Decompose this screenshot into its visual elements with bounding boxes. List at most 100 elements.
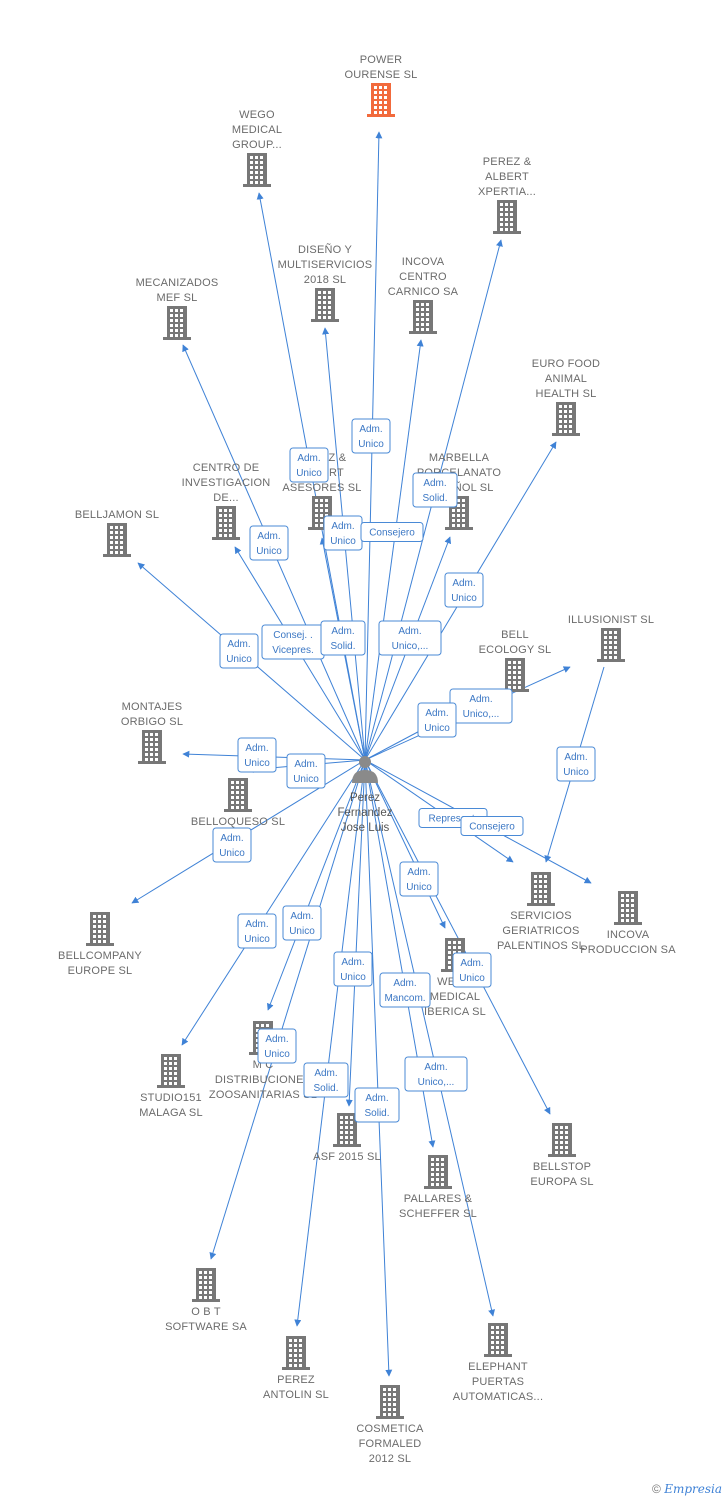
edge-label[interactable]: Adm.Mancom.: [379, 972, 431, 1008]
company-name-line: BELL: [501, 629, 529, 641]
company-name-line: BELLSTOP: [533, 1161, 591, 1173]
company-node-pallares-scheffer[interactable]: PALLARES &SCHEFFER SL: [399, 1155, 477, 1220]
person-icon[interactable]: [352, 756, 378, 783]
edge-label[interactable]: Adm.Unico: [237, 737, 277, 773]
edge-label[interactable]: Adm.Unico,...: [378, 620, 442, 656]
edge-label[interactable]: Adm.Unico: [219, 633, 259, 669]
edge-label[interactable]: Adm.Unico: [282, 905, 322, 941]
building-icon[interactable]: [597, 628, 625, 662]
edge-label[interactable]: Adm.Unico: [351, 418, 391, 454]
building-icon[interactable]: [484, 1323, 512, 1357]
building-icon[interactable]: [376, 1385, 404, 1419]
edge-label[interactable]: Adm.Unico,...: [404, 1056, 468, 1092]
edge-label[interactable]: Adm.Unico: [417, 702, 457, 738]
building-icon[interactable]: [424, 1155, 452, 1189]
company-name-line: IBERICA SL: [424, 1006, 486, 1018]
building-icon[interactable]: [157, 1054, 185, 1088]
edge-label-text: Adm.: [423, 478, 446, 489]
edge-label[interactable]: Consejero: [460, 816, 524, 836]
company-name-line: BELLOQUESO SL: [191, 816, 285, 828]
company-node-asf-2015[interactable]: ASF 2015 SL: [313, 1113, 381, 1163]
building-icon[interactable]: [212, 506, 240, 540]
company-name-line: PEREZ &: [483, 156, 532, 168]
edge-to-asf-2015: [345, 759, 366, 1107]
edge-label[interactable]: Adm. Unico: [333, 951, 373, 987]
footer: © Empresia: [652, 1482, 722, 1496]
brand-logo[interactable]: Empresia: [664, 1482, 722, 1496]
building-icon[interactable]: [103, 523, 131, 557]
building-icon[interactable]: [493, 200, 521, 234]
edge-label[interactable]: Adm.Unico: [556, 746, 596, 782]
edge-label-text: Consejero: [369, 528, 415, 539]
building-icon[interactable]: [224, 778, 252, 812]
edge-label[interactable]: Consejero: [360, 522, 424, 542]
edge-label[interactable]: Adm.Solid.: [303, 1062, 349, 1098]
edge-to-studio151: [181, 759, 366, 1046]
company-name-line: WEGO: [239, 109, 275, 121]
edge-label-text: Unico: [340, 972, 366, 983]
edge-label[interactable]: Adm.Unico: [289, 447, 329, 483]
building-icon[interactable]: [333, 1113, 361, 1147]
company-node-belljamon[interactable]: BELLJAMON SL: [75, 509, 159, 557]
edge-label[interactable]: Adm.Unico: [452, 952, 492, 988]
company-node-wego-medical[interactable]: WEGOMEDICALGROUP...: [232, 109, 282, 187]
building-icon[interactable]: [548, 1123, 576, 1157]
edge-label[interactable]: Adm.Unico: [212, 827, 252, 863]
edges-layer: [131, 131, 605, 1377]
edge-label[interactable]: Adm.Unico: [399, 861, 439, 897]
edge-label-text: Adm.: [294, 759, 317, 770]
edge-label[interactable]: Adm.Unico: [249, 525, 289, 561]
company-name-line: CARNICO SA: [388, 286, 459, 298]
edge-label[interactable]: Consej. .Vicepres.: [261, 624, 325, 660]
building-icon[interactable]: [409, 300, 437, 334]
company-node-elephant-puertas[interactable]: ELEPHANTPUERTASAUTOMATICAS...: [453, 1323, 543, 1403]
building-icon[interactable]: [282, 1336, 310, 1370]
building-icon[interactable]: [367, 83, 395, 117]
building-icon[interactable]: [527, 872, 555, 906]
company-node-belloqueso[interactable]: BELLOQUESO SL: [191, 778, 285, 828]
building-icon[interactable]: [163, 306, 191, 340]
edge-label[interactable]: Adm.Unico: [323, 515, 363, 551]
edge-label[interactable]: Adm.Solid.: [412, 472, 458, 508]
edge-label[interactable]: Adm.Unico: [237, 913, 277, 949]
edge-label[interactable]: Adm.Unico: [444, 572, 484, 608]
edge-label[interactable]: Adm.Unico,...: [449, 688, 513, 724]
building-icon[interactable]: [552, 402, 580, 436]
building-icon[interactable]: [86, 912, 114, 946]
edge-label-text: Adm.: [341, 957, 364, 968]
company-node-illusionist[interactable]: ILLUSIONIST SL: [568, 614, 654, 662]
building-icon[interactable]: [501, 658, 529, 692]
edge-label[interactable]: Adm.Solid.: [354, 1087, 400, 1123]
edge-label[interactable]: Adm.Unico: [257, 1028, 297, 1064]
company-node-centro-investigacion[interactable]: CENTRO DEINVESTIGACIONDE...: [182, 462, 271, 540]
edge-label-text: Unico,...: [418, 1077, 455, 1088]
edge-label[interactable]: Adm.Solid.: [320, 620, 366, 656]
building-icon[interactable]: [192, 1268, 220, 1302]
building-icon[interactable]: [138, 730, 166, 764]
building-icon[interactable]: [311, 288, 339, 322]
company-node-perez-albert-xpertia[interactable]: PEREZ &ALBERTXPERTIA...: [478, 156, 536, 234]
edge-label-text: Solid.: [330, 641, 355, 652]
edge-label-text: Consejero: [469, 822, 515, 833]
building-icon[interactable]: [243, 153, 271, 187]
building-icon[interactable]: [614, 891, 642, 925]
edge-label-text: Adm.: [365, 1093, 388, 1104]
company-name-line: CENTRO: [399, 271, 447, 283]
edge-label[interactable]: Adm.Unico: [286, 753, 326, 789]
